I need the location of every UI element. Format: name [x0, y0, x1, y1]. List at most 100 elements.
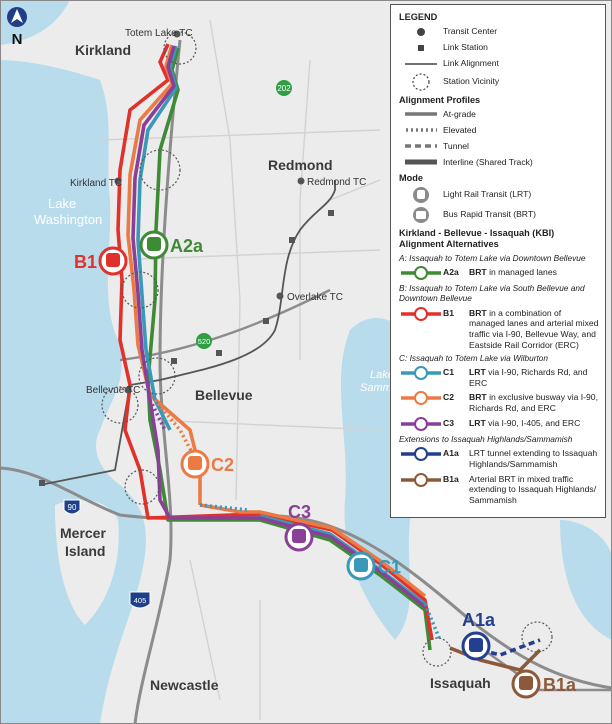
link-station-5	[328, 210, 334, 216]
svg-text:405: 405	[134, 596, 147, 605]
legend-a2a-desc: in managed lanes	[489, 266, 557, 277]
elevated-icon	[399, 127, 443, 133]
route-tag-b1: B1	[74, 252, 97, 272]
legend-mode-title: Mode	[399, 173, 423, 183]
legend-alt-b1: B1 BRT in a combination of managed lanes…	[399, 306, 599, 351]
legend-alt-c3: C3 LRT via I-90, I-405, and ERC	[399, 416, 599, 432]
svg-text:90: 90	[68, 503, 77, 512]
route-marker-b1a: B1a	[511, 669, 577, 699]
legend-group-a: A: Issaquah to Totem Lake via Downtown B…	[399, 252, 586, 263]
route-tag-a1a: A1a	[462, 610, 496, 630]
link-alignment-icon	[399, 61, 443, 67]
c2-swatch-icon	[399, 390, 443, 406]
shield-i90: 90	[63, 499, 81, 515]
legend-elevated-label: Elevated	[443, 124, 477, 135]
route-marker-c3: C3	[284, 502, 314, 552]
legend-row-interline: Interline (Shared Track)	[399, 154, 599, 170]
a2a-swatch-icon	[399, 265, 443, 281]
label-totem-lake-tc: Totem Lake TC	[125, 28, 193, 39]
legend-a2a-text: BRT in managed lanes	[469, 265, 599, 278]
legend-title: LEGEND	[399, 12, 438, 22]
legend-c1-text: LRT via I-90, Richards Rd, and ERC	[469, 365, 599, 388]
tunnel-icon	[399, 143, 443, 149]
svg-text:202: 202	[277, 84, 291, 93]
transit-center-redmond	[297, 177, 305, 185]
legend-row-station-vicinity: Station Vicinity	[399, 72, 599, 92]
c1-swatch-icon	[399, 365, 443, 381]
issaquah-road	[469, 639, 612, 692]
legend-a2a-code: A2a	[443, 266, 459, 277]
at-grade-icon	[399, 111, 443, 117]
place-lake-washington-1: Lake	[48, 196, 76, 211]
legend-link-alignment-label: Link Alignment	[443, 58, 499, 69]
label-kirkland-tc: Kirkland TC	[70, 178, 122, 189]
shield-i405: 405	[129, 591, 151, 609]
legend-c1-desc: via I-90, Richards Rd, and ERC	[469, 366, 588, 388]
link-station-icon	[399, 43, 443, 53]
place-mercer-1: Mercer	[60, 525, 106, 541]
legend-b1-code: B1	[443, 307, 454, 318]
label-redmond-tc: Redmond TC	[307, 177, 366, 188]
station-vicinity-icon	[399, 72, 443, 92]
route-marker-a1a: A1a	[461, 610, 496, 661]
legend-panel: LEGEND Transit Center Link Station Link …	[390, 4, 606, 518]
c3-swatch-icon	[399, 416, 443, 432]
route-marker-c2: C2	[180, 449, 234, 479]
route-tag-c1: C1	[378, 557, 401, 577]
place-newcastle: Newcastle	[150, 677, 219, 693]
mercer-island	[55, 500, 119, 625]
place-redmond: Redmond	[268, 157, 333, 173]
legend-c3-desc: via I-90, I-405, and ERC	[488, 417, 581, 428]
route-marker-b1: B1	[74, 246, 128, 276]
legend-alt-a1a: A1a LRT tunnel extending to Issaquah Hig…	[399, 446, 599, 469]
legend-station-vicinity-label: Station Vicinity	[443, 76, 500, 87]
legend-a1a-code: A1a	[443, 448, 459, 459]
link-station-2	[216, 350, 222, 356]
north-label: N	[12, 31, 23, 48]
legend-alt-c1: C1 LRT via I-90, Richards Rd, and ERC	[399, 365, 599, 388]
svg-text:520: 520	[198, 337, 211, 346]
legend-row-at-grade: At-grade	[399, 106, 599, 122]
legend-alt-title: Alignment Alternatives	[399, 239, 499, 249]
legend-row-brt: Bus Rapid Transit (BRT)	[399, 205, 599, 225]
shield-202: 202	[276, 80, 292, 96]
link-station-3	[263, 318, 269, 324]
route-marker-c1: C1	[346, 551, 401, 581]
b1-swatch-icon	[399, 306, 443, 322]
alignment-c3-elevated	[148, 399, 167, 431]
place-issaquah: Issaquah	[430, 675, 491, 691]
transit-center-bellevue	[124, 386, 132, 394]
legend-a1a-desc: LRT tunnel extending to Issaquah Highlan…	[469, 448, 598, 469]
link-station-1	[171, 358, 177, 364]
transit-centers	[114, 30, 305, 394]
legend-row-lrt: Light Rail Transit (LRT)	[399, 185, 599, 205]
a1a-swatch-icon	[399, 446, 443, 462]
shield-520: 520	[196, 333, 212, 349]
legend-kbi-title: Kirkland - Bellevue - Issaquah (KBI)	[399, 227, 555, 238]
transit-center-icon	[399, 27, 443, 37]
legend-c1-mode: LRT	[469, 366, 486, 377]
route-tag-c3: C3	[288, 502, 311, 522]
legend-c2-text: BRT in exclusive busway via I-90, Richar…	[469, 390, 599, 413]
legend-at-grade-label: At-grade	[443, 108, 476, 119]
legend-brt-label: Bus Rapid Transit (BRT)	[443, 209, 536, 220]
legend-b1-desc: in a combination of managed lanes and ar…	[469, 307, 599, 350]
legend-a2a-mode: BRT	[469, 266, 487, 277]
legend-transit-center-label: Transit Center	[443, 26, 498, 37]
brt-icon	[399, 206, 443, 224]
i405-road	[133, 39, 182, 724]
legend-c1-code: C1	[443, 366, 454, 377]
legend-c2-code: C2	[443, 392, 454, 403]
alignment-elevated-issaquah	[423, 603, 442, 641]
b1a-swatch-icon	[399, 472, 443, 488]
interline-icon	[399, 159, 443, 165]
legend-alt-c2: C2 BRT in exclusive busway via I-90, Ric…	[399, 390, 599, 413]
legend-link-station-label: Link Station	[443, 42, 488, 53]
legend-c2-mode: BRT	[469, 392, 487, 403]
legend-b1-text: BRT in a combination of managed lanes an…	[469, 306, 599, 351]
station-vicinities	[101, 31, 553, 667]
link-station-6	[39, 480, 45, 486]
link-station-4	[289, 237, 295, 243]
north-arrow-icon: N	[7, 7, 27, 48]
legend-row-elevated: Elevated	[399, 122, 599, 138]
